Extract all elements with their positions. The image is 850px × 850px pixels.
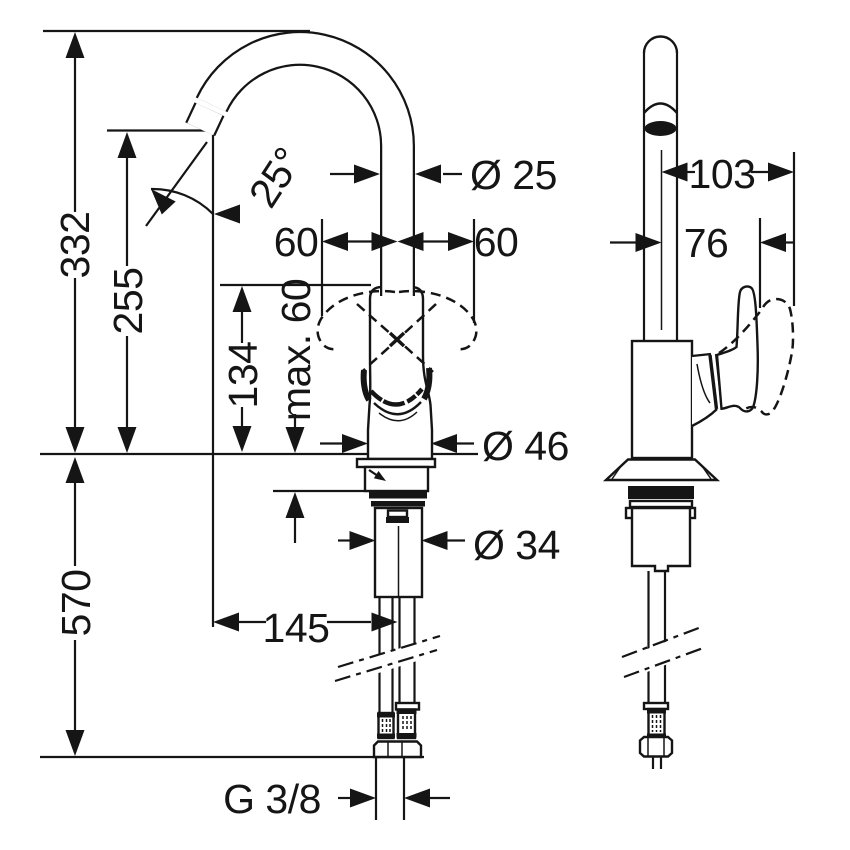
dim-depth-103: 103 xyxy=(661,151,794,197)
side-supply-hose xyxy=(616,571,712,769)
dim-label-103: 103 xyxy=(689,151,756,197)
dim-label-25deg: 25° xyxy=(240,140,312,216)
dim-shank-diameter: Ø 34 xyxy=(338,522,560,568)
dim-label-76: 76 xyxy=(684,220,729,266)
aerator-outlet xyxy=(644,121,677,136)
side-lever xyxy=(715,285,759,413)
dim-pipe-diameter: Ø 25 xyxy=(330,152,557,198)
hose-nuts xyxy=(372,740,423,759)
side-view xyxy=(602,35,795,769)
front-body xyxy=(366,285,434,461)
dim-connection-thread: G 3/8 xyxy=(223,776,450,822)
side-spout-pipe xyxy=(642,35,679,341)
dim-body-height: 134 xyxy=(220,286,266,452)
side-base-plate xyxy=(602,458,721,482)
dim-label-g38: G 3/8 xyxy=(223,776,321,822)
front-lever-detail xyxy=(360,367,433,422)
break-line xyxy=(623,645,707,679)
dim-swing-60-60: 60 60 xyxy=(274,219,519,265)
break-line xyxy=(621,624,705,659)
dim-label-60-right: 60 xyxy=(474,219,519,265)
break-line xyxy=(334,648,438,683)
dim-max-counter-thickness: max. 60 xyxy=(273,279,319,543)
dim-under-counter: 570 xyxy=(53,457,99,756)
dim-hose-offset: 145 xyxy=(213,605,398,651)
side-mounting-set xyxy=(624,486,697,573)
dim-depth-76: 76 xyxy=(610,220,794,266)
front-base-plate xyxy=(355,457,437,599)
dim-label-145: 145 xyxy=(263,605,330,651)
front-view xyxy=(185,30,478,759)
spout xyxy=(185,30,415,296)
dim-label-max60: max. 60 xyxy=(273,279,319,421)
dim-label-332: 332 xyxy=(52,212,98,279)
dim-label-570: 570 xyxy=(53,570,99,637)
dim-label-255: 255 xyxy=(105,268,151,335)
aerator-dome xyxy=(643,102,678,114)
dim-body-diameter: Ø 46 xyxy=(320,423,569,469)
side-lever-swung-dashed xyxy=(718,297,795,416)
dim-label-60-left: 60 xyxy=(274,219,319,265)
dim-spout-angle: 25° xyxy=(144,140,312,227)
dim-total-height: 332 xyxy=(52,32,98,453)
front-supply-hoses xyxy=(330,597,446,759)
dim-label-134: 134 xyxy=(220,342,266,409)
break-line xyxy=(337,634,441,669)
side-body xyxy=(630,339,694,460)
dim-spout-height: 255 xyxy=(105,132,151,453)
side-handle xyxy=(691,285,795,428)
hose-nut xyxy=(638,735,674,758)
dim-label-d46: Ø 46 xyxy=(482,423,569,469)
dim-label-d25: Ø 25 xyxy=(470,152,557,198)
handle-swing-range-dashed xyxy=(316,289,478,373)
dim-label-d34: Ø 34 xyxy=(473,522,560,568)
swing-center-cross xyxy=(388,331,406,348)
